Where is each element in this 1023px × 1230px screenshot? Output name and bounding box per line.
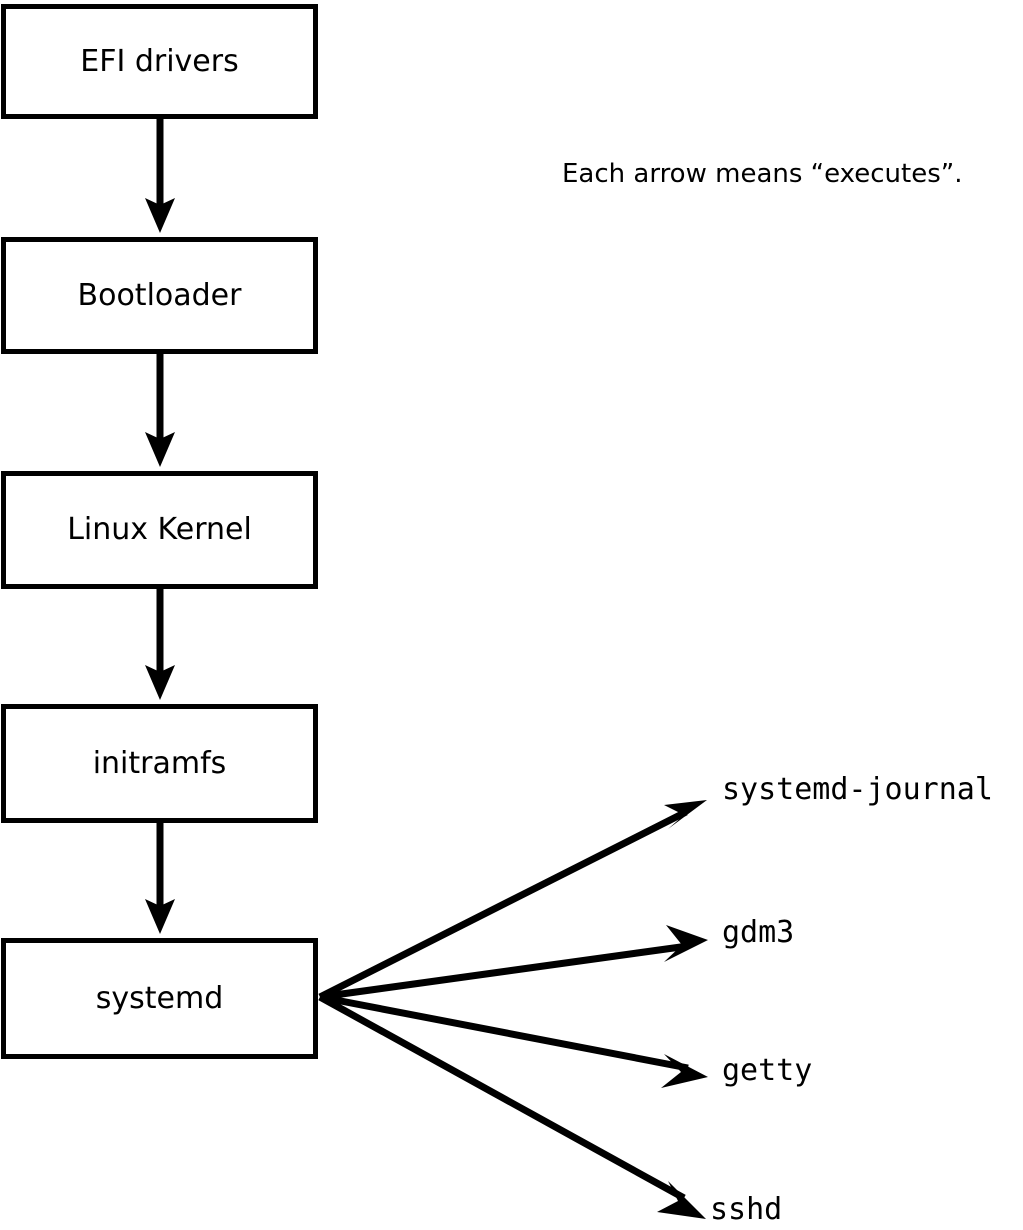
node-label-bootloader: Bootloader [77, 277, 242, 313]
arrow-kernel-to-initramfs [145, 589, 175, 700]
node-sshd: sshd [710, 1192, 783, 1227]
node-linux-kernel[interactable]: Linux Kernel [1, 471, 318, 589]
arrow-systemd-to-gdm3 [319, 925, 708, 1001]
arrow-bootloader-to-kernel [145, 354, 175, 467]
arrow-systemd-to-sshd [318, 993, 706, 1219]
node-label-linux-kernel: Linux Kernel [67, 512, 252, 547]
node-getty: getty [722, 1053, 813, 1088]
arrow-initramfs-to-systemd [145, 823, 175, 934]
node-label-efi-drivers: EFI drivers [80, 43, 239, 79]
node-gdm3: gdm3 [722, 915, 795, 950]
arrow-systemd-to-getty [319, 993, 708, 1088]
arrow-efi-to-bootloader [145, 119, 175, 233]
node-systemd-journal: systemd-journal [722, 772, 993, 807]
arrow-systemd-to-systemd-journal [318, 800, 707, 1001]
node-systemd[interactable]: systemd [1, 938, 318, 1059]
diagram-caption: Each arrow means “executes”. [562, 159, 963, 189]
node-initramfs[interactable]: initramfs [1, 704, 318, 823]
node-label-initramfs: initramfs [92, 745, 227, 781]
node-bootloader[interactable]: Bootloader [1, 237, 318, 354]
node-efi-drivers[interactable]: EFI drivers [1, 4, 318, 119]
node-label-systemd: systemd [95, 980, 224, 1016]
